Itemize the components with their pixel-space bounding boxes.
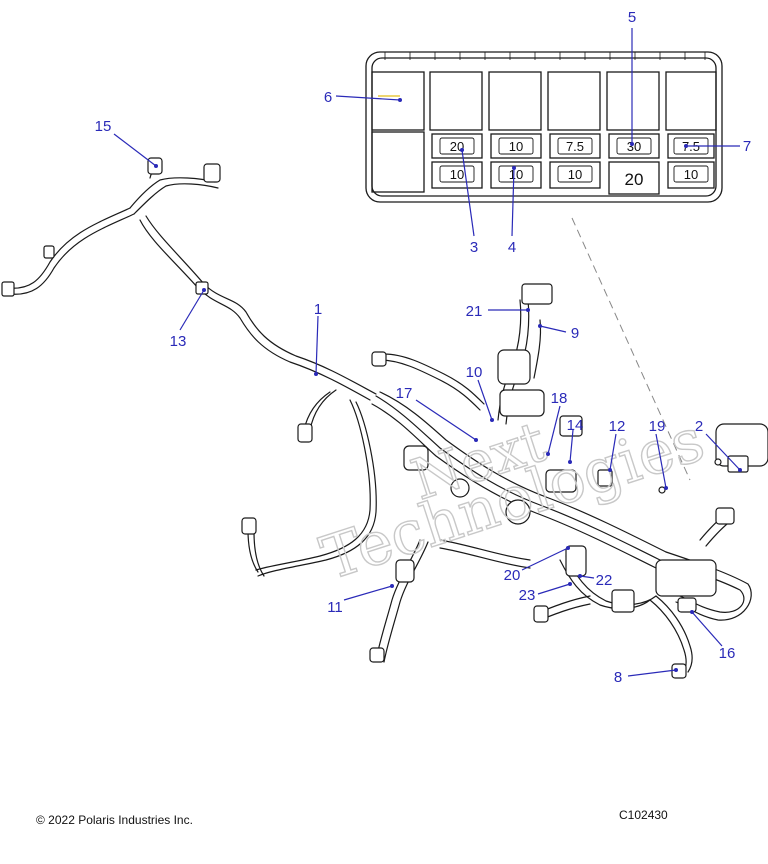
fuse-rating: 30 — [627, 139, 641, 154]
callout-16: 16 — [719, 645, 736, 662]
callout-10: 10 — [466, 364, 483, 381]
callout-1: 1 — [314, 301, 322, 318]
copyright-notice: © 2022 Polaris Industries Inc. — [36, 813, 193, 827]
fuse-rating: 10 — [509, 167, 523, 182]
callout-11: 11 — [327, 599, 343, 616]
harness-connectors — [1, 157, 768, 679]
callout-22: 22 — [596, 572, 613, 589]
figure-id: C102430 — [619, 808, 668, 822]
fuse-rating: 10 — [568, 167, 582, 182]
fuse-rating: 7.5 — [566, 139, 584, 154]
callout-12: 12 — [609, 418, 626, 435]
fuse-box — [365, 51, 723, 203]
callout-13: 13 — [170, 333, 187, 350]
fuse-rating: 10 — [450, 167, 464, 182]
callout-21: 21 — [466, 303, 483, 320]
callout-labels: 15 1 13 21 9 10 17 18 14 12 19 2 11 20 2… — [95, 9, 752, 686]
callout-leaders — [113, 28, 741, 677]
callout-4: 4 — [508, 239, 516, 256]
fuse-rating: 10 — [509, 139, 523, 154]
callout-17: 17 — [396, 385, 413, 402]
callout-arrowheads — [154, 98, 742, 672]
callout-6: 6 — [324, 89, 332, 106]
callout-2: 2 — [695, 418, 703, 435]
callout-9: 9 — [571, 325, 579, 342]
callout-18: 18 — [551, 390, 568, 407]
callout-15: 15 — [95, 118, 112, 135]
callout-14: 14 — [567, 417, 584, 434]
fuse-rating-large: 20 — [625, 170, 644, 189]
callout-8: 8 — [614, 669, 622, 686]
callout-20: 20 — [504, 567, 521, 584]
callout-3: 3 — [470, 239, 478, 256]
callout-23: 23 — [519, 587, 536, 604]
fuse-rating: 10 — [684, 167, 698, 182]
callout-19: 19 — [649, 418, 666, 435]
projection-line — [571, 217, 691, 481]
callout-5: 5 — [628, 9, 636, 26]
callout-7: 7 — [743, 138, 751, 155]
